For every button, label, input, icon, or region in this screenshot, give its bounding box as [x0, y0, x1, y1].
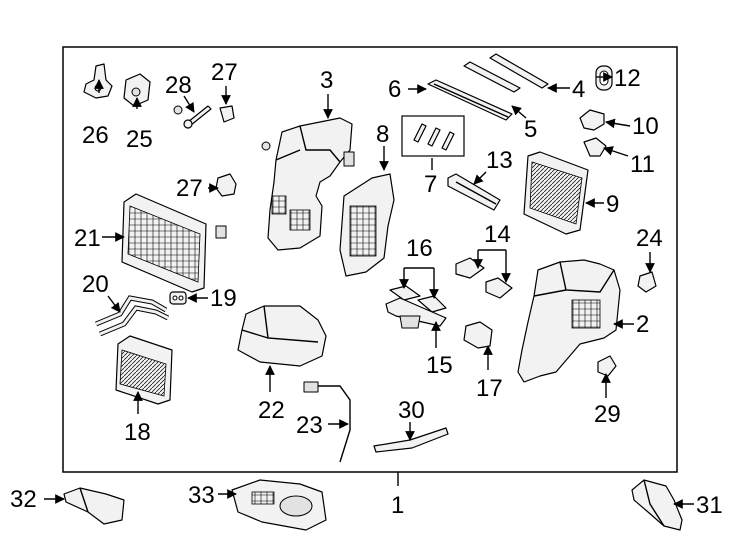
part-13-door	[447, 173, 501, 211]
callout-19: 19	[210, 285, 237, 312]
callout-20: 20	[82, 271, 109, 298]
callout-10: 10	[632, 113, 659, 140]
callout-16: 16	[406, 235, 433, 262]
part-11-hose	[583, 137, 607, 157]
part-18-heater-core	[115, 335, 173, 405]
part-6-seal	[427, 79, 513, 121]
callout-26: 26	[82, 122, 109, 149]
part-7-door-kit	[401, 115, 465, 157]
callout-15: 15	[426, 352, 453, 379]
part-14-doors	[455, 257, 513, 299]
callout-6: 6	[388, 76, 401, 103]
part-20-pipe	[95, 295, 170, 337]
part-29-sensor	[597, 355, 617, 377]
callout-30: 30	[398, 397, 425, 424]
callout-13: 13	[486, 147, 513, 174]
part-28-screw	[173, 105, 212, 129]
leader-lines	[44, 72, 694, 509]
callout-32: 32	[10, 486, 37, 513]
callout-1: 1	[391, 492, 404, 519]
part-15-door-shaft	[385, 297, 447, 329]
callout-25: 25	[126, 126, 153, 153]
callout-21: 21	[74, 225, 101, 252]
callout-27-lower: 27	[176, 175, 203, 202]
callout-8: 8	[376, 121, 389, 148]
callout-31: 31	[696, 492, 723, 519]
part-17-door	[463, 321, 493, 349]
part-3-upper-case	[261, 117, 355, 251]
callout-9: 9	[606, 191, 619, 218]
part-30-duct	[373, 427, 449, 453]
callout-24: 24	[636, 225, 663, 252]
callout-4: 4	[572, 76, 585, 103]
callout-23: 23	[296, 412, 323, 439]
part-23-sensor-wire	[303, 381, 351, 463]
part-2-lower-case	[517, 259, 621, 383]
callout-11: 11	[630, 151, 655, 178]
callout-18: 18	[124, 419, 151, 446]
callout-33: 33	[188, 482, 215, 509]
part-27-clip-upper	[219, 105, 235, 123]
part-9-cabin-filter	[523, 151, 589, 235]
callout-22: 22	[258, 397, 285, 424]
assembly-frame	[62, 46, 678, 473]
part-5-seal	[463, 61, 521, 93]
part-19-gasket	[169, 291, 187, 305]
part-8-case-section	[339, 173, 395, 277]
part-27-clip-lower	[215, 173, 237, 239]
callout-12: 12	[614, 65, 641, 92]
callout-29: 29	[594, 401, 621, 428]
callout-3: 3	[320, 67, 333, 94]
part-31-duct	[631, 479, 683, 531]
part-12-grommet	[595, 65, 613, 91]
callout-14: 14	[484, 221, 511, 248]
callout-5: 5	[524, 116, 537, 143]
callout-labels: 26 25 28 27 3 6 4 5 12 10 11 8 7 13 9 27…	[10, 59, 723, 519]
part-32-duct	[63, 487, 125, 525]
part-22-housing	[237, 305, 327, 367]
part-10-hose	[579, 109, 605, 131]
part-21-evaporator	[121, 193, 207, 293]
callout-28: 28	[165, 72, 192, 99]
part-25-actuator	[123, 73, 151, 107]
part-24-clip	[637, 271, 657, 293]
callout-17: 17	[476, 375, 503, 402]
callout-2: 2	[636, 311, 649, 338]
part-33-duct	[231, 479, 327, 531]
callout-7: 7	[424, 171, 437, 198]
callout-27-upper: 27	[211, 59, 238, 86]
part-26-actuator	[83, 63, 113, 99]
